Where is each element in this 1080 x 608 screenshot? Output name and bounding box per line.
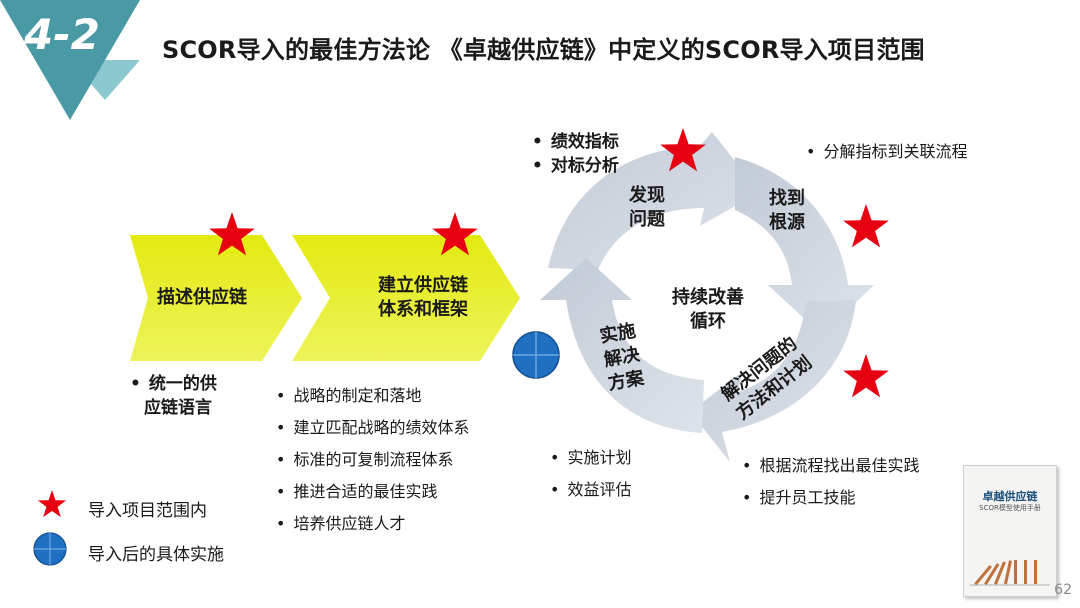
list-item: 战略的制定和落地 — [276, 380, 469, 412]
chevron-framework-label: 建立供应链 体系和框架 — [358, 274, 488, 322]
list-item: 提升员工技能 — [742, 482, 919, 514]
book-subtitle: SCOR模型使用手册 — [964, 503, 1056, 513]
legend-circle-icon — [34, 533, 66, 565]
list-item: 效益评估 — [550, 474, 631, 506]
domino-graphic — [970, 554, 1050, 590]
cycle-implement-label: 实施 解决 方案 — [576, 316, 667, 401]
legend-star-label: 导入项目范围内 — [88, 496, 207, 521]
legend-star-icon — [38, 490, 66, 517]
list-item: 培养供应链人才 — [276, 508, 469, 540]
list-item: 根据流程找出最佳实践 — [742, 450, 919, 482]
describe-bullets: 统一的供 应链语言 — [130, 372, 217, 420]
blue-circle-icon — [513, 332, 559, 378]
root-cause-bullets: 分解指标到关联流程 — [806, 136, 967, 168]
cycle-center-label: 持续改善 循环 — [660, 286, 756, 334]
legend-circle-label: 导入后的具体实施 — [88, 540, 224, 565]
list-item: 绩效指标 — [532, 130, 619, 154]
list-item-cont: 应链语言 — [130, 396, 217, 420]
page-number: 62 — [1054, 582, 1072, 598]
cycle-root-label: 找到 根源 — [752, 187, 822, 235]
list-item: 分解指标到关联流程 — [806, 136, 967, 168]
chevron-framework-line2: 体系和框架 — [358, 298, 488, 322]
chevron-framework-line1: 建立供应链 — [358, 274, 488, 298]
cycle-center-line1: 持续改善 — [660, 286, 756, 310]
list-item: 对标分析 — [532, 154, 619, 178]
cycle-discover-line1: 发现 — [612, 184, 682, 208]
framework-bullets: 战略的制定和落地 建立匹配战略的绩效体系 标准的可复制流程体系 推进合适的最佳实… — [276, 380, 469, 540]
star-icon — [843, 354, 889, 397]
cycle-discover-line2: 问题 — [612, 208, 682, 232]
solution-plan-bullets: 根据流程找出最佳实践 提升员工技能 — [742, 450, 919, 514]
cycle-root-line1: 找到 — [752, 187, 822, 211]
book-cover-image: 卓越供应链 SCOR模型使用手册 — [963, 465, 1057, 597]
cycle-discover-label: 发现 问题 — [612, 184, 682, 232]
list-item: 统一的供 — [130, 372, 217, 396]
list-item: 推进合适的最佳实践 — [276, 476, 469, 508]
implement-bullets: 实施计划 效益评估 — [550, 442, 631, 506]
cycle-center-line2: 循环 — [660, 310, 756, 334]
list-item: 建立匹配战略的绩效体系 — [276, 412, 469, 444]
book-title: 卓越供应链 — [964, 488, 1056, 504]
list-item: 标准的可复制流程体系 — [276, 444, 469, 476]
chevron-describe-label: 描述供应链 — [132, 286, 272, 310]
list-item: 实施计划 — [550, 442, 631, 474]
cycle-root-line2: 根源 — [752, 211, 822, 235]
discover-bullets: 绩效指标 对标分析 — [532, 130, 619, 178]
star-icon — [843, 204, 889, 247]
